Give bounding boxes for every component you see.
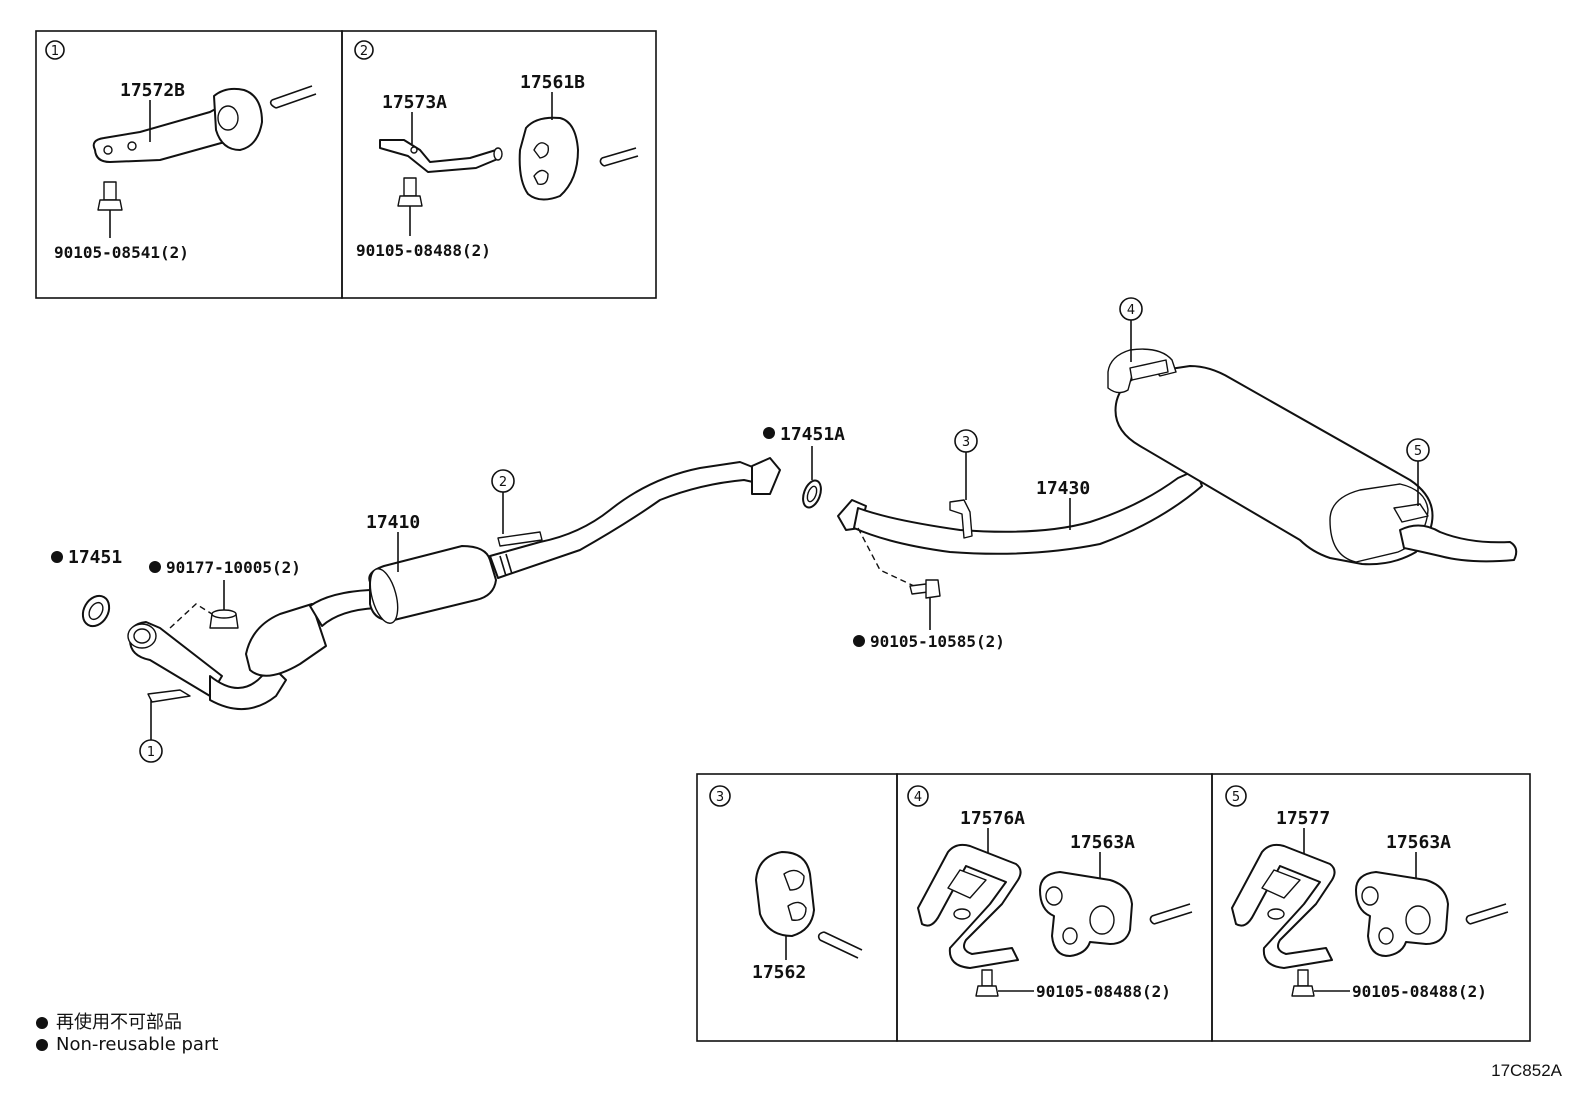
legend-en-text: Non-reusable part xyxy=(56,1034,219,1055)
svg-text:3: 3 xyxy=(962,435,970,450)
diagram-code: 17C852A xyxy=(1491,1061,1562,1080)
legend-en: Non-reusable part xyxy=(36,1034,218,1055)
svg-text:5: 5 xyxy=(1414,444,1422,459)
detail-box-2 xyxy=(341,30,657,299)
nonreusable-dot-90105-10585 xyxy=(853,635,865,647)
bracket-17577 xyxy=(1231,843,1336,969)
part-label-17430: 17430 xyxy=(1036,478,1090,499)
hanger-17561B xyxy=(518,116,639,201)
callout-1-main: 1 xyxy=(139,700,163,763)
svg-text:4: 4 xyxy=(914,790,922,805)
hanger-17562 xyxy=(755,851,863,959)
part-label-17573A: 17573A xyxy=(382,92,447,113)
part-label-17451A: 17451A xyxy=(780,424,845,445)
gasket-17451 xyxy=(81,594,111,628)
bolt-90105-10585 xyxy=(909,579,941,599)
front-pipe-17410 xyxy=(127,457,781,711)
part-label-17561B: 17561B xyxy=(520,72,585,93)
svg-text:2: 2 xyxy=(499,475,507,490)
svg-text:1: 1 xyxy=(51,44,59,59)
part-label-17410: 17410 xyxy=(366,512,420,533)
legend-jp: 再使用不可部品 xyxy=(36,1008,182,1034)
part-label-17572B: 17572B xyxy=(120,80,185,101)
nonreusable-dot-17451 xyxy=(51,551,63,563)
legend-jp-text: 再使用不可部品 xyxy=(56,1012,182,1033)
nut-90177-10005 xyxy=(209,609,239,629)
nonreusable-dot-90177-10005 xyxy=(149,561,161,573)
bracket-17573A xyxy=(379,139,503,173)
svg-text:5: 5 xyxy=(1232,790,1240,805)
callout-4-box: 4 xyxy=(907,785,929,807)
part-label-17563A-b: 17563A xyxy=(1386,832,1451,853)
bolt-90105-08488-c xyxy=(1291,969,1350,997)
dashed-guide-nut xyxy=(169,603,213,629)
svg-text:2: 2 xyxy=(360,44,368,59)
bracket-17576A xyxy=(917,843,1022,969)
legend-dot-icon xyxy=(36,1017,48,1029)
part-label-17562: 17562 xyxy=(752,962,806,983)
callout-2-main: 2 xyxy=(491,469,515,534)
part-label-17563A-a: 17563A xyxy=(1070,832,1135,853)
callout-3-main: 3 xyxy=(954,429,978,500)
hanger-17563A-a xyxy=(1039,871,1193,957)
dashed-guide-bolt xyxy=(857,527,915,587)
part-label-90177-10005: 90177-10005(2) xyxy=(166,558,301,577)
bolt-90105-08488-a xyxy=(397,177,423,236)
callout-1-box: 1 xyxy=(45,40,65,60)
part-label-17577: 17577 xyxy=(1276,808,1330,829)
part-label-90105-10585: 90105-10585(2) xyxy=(870,632,1005,651)
part-label-17576A: 17576A xyxy=(960,808,1025,829)
hanger-17563A-b xyxy=(1355,871,1509,957)
callout-4-main: 4 xyxy=(1119,297,1143,362)
part-label-90105-08488-b: 90105-08488(2) xyxy=(1036,982,1171,1001)
part-label-90105-08541: 90105-08541(2) xyxy=(54,243,189,262)
gasket-17451A xyxy=(802,479,822,509)
legend-dot-icon xyxy=(36,1039,48,1051)
callout-3-box: 3 xyxy=(709,785,731,807)
part-label-90105-08488-c: 90105-08488(2) xyxy=(1352,982,1487,1001)
bracket-17572B xyxy=(92,85,317,163)
bolt-90105-08488-b xyxy=(975,969,1034,997)
nonreusable-dot-17451A xyxy=(763,427,775,439)
part-label-17451: 17451 xyxy=(68,547,122,568)
callout-2-box: 2 xyxy=(354,40,374,60)
bolt-90105-08541 xyxy=(97,181,123,238)
tailpipe-muffler-17430 xyxy=(837,348,1518,566)
callout-5-box: 5 xyxy=(1225,785,1247,807)
detail-box-5 xyxy=(1211,773,1531,1042)
svg-text:1: 1 xyxy=(147,745,155,760)
callout-5-main: 5 xyxy=(1406,438,1430,506)
part-label-90105-08488-a: 90105-08488(2) xyxy=(356,241,491,260)
svg-text:3: 3 xyxy=(716,790,724,805)
svg-text:4: 4 xyxy=(1127,303,1135,318)
